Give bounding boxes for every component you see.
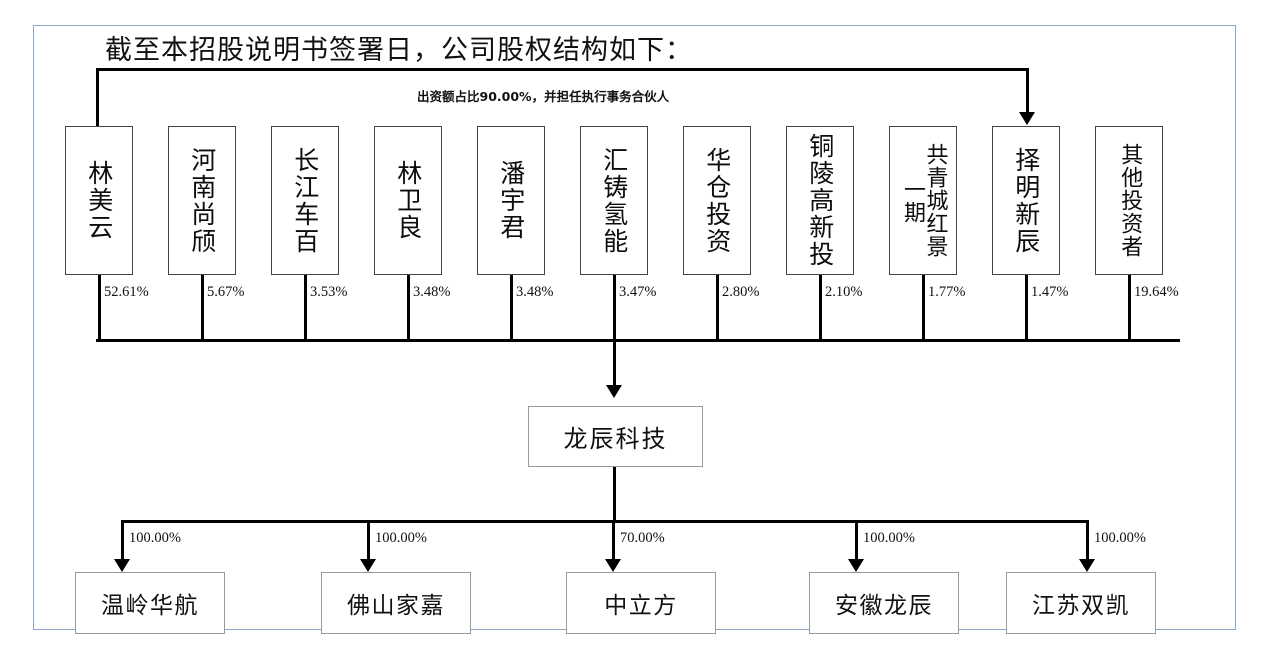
subsidiary-name: 佛山家嘉 <box>347 593 445 619</box>
company-box[interactable]: 龙辰科技 <box>528 406 703 467</box>
subsidiary-box[interactable]: 佛山家嘉 <box>321 572 471 634</box>
subsidiary-box[interactable]: 中立方 <box>566 572 716 634</box>
shareholder-name: 潘宇君 <box>496 160 526 241</box>
shareholder-box[interactable]: 潘宇君 <box>477 126 545 275</box>
shareholder-box[interactable]: 长江车百 <box>271 126 339 275</box>
subsidiary-name: 江苏双凯 <box>1032 593 1130 619</box>
shareholder-connector <box>201 275 204 341</box>
subsidiary-connector <box>121 520 124 561</box>
shareholder-name: 铜陵高新投 <box>805 133 835 268</box>
shareholder-connector <box>613 275 616 341</box>
subsidiary-arrowhead <box>605 559 621 572</box>
company-arrowhead <box>606 385 622 398</box>
subsidiary-percentage: 100.00% <box>863 530 915 546</box>
shareholder-name: 林卫良 <box>393 160 423 241</box>
shareholder-percentage: 2.80% <box>722 284 760 300</box>
subsidiary-arrowhead <box>360 559 376 572</box>
shareholder-connector <box>819 275 822 341</box>
shareholder-percentage: 5.67% <box>207 284 245 300</box>
shareholder-connector <box>510 275 513 341</box>
shareholder-connector <box>716 275 719 341</box>
shareholder-box[interactable]: 择明新辰 <box>992 126 1060 275</box>
company-name: 龙辰科技 <box>563 425 668 453</box>
shareholder-box[interactable]: 河南尚颀 <box>168 126 236 275</box>
shareholder-percentage: 3.48% <box>413 284 451 300</box>
shareholder-box[interactable]: 铜陵高新投 <box>786 126 854 275</box>
shareholder-connector <box>98 275 101 341</box>
shareholder-box[interactable]: 林美云 <box>65 126 133 275</box>
subsidiary-connector <box>1086 520 1089 561</box>
shareholder-percentage: 3.53% <box>310 284 348 300</box>
shareholder-bus <box>96 339 1180 342</box>
subsidiary-connector <box>367 520 370 561</box>
shareholder-connector <box>1128 275 1131 341</box>
subsidiary-arrowhead <box>114 559 130 572</box>
shareholder-box[interactable]: 共青城红景一期 <box>889 126 957 275</box>
shareholder-name: 河南尚颀 <box>187 146 217 255</box>
shareholder-name: 共青城红景一期 <box>900 143 948 258</box>
subsidiary-percentage: 100.00% <box>375 530 427 546</box>
subsidiary-percentage: 100.00% <box>129 530 181 546</box>
subsidiary-bus <box>122 520 1089 523</box>
shareholder-percentage: 2.10% <box>825 284 863 300</box>
subsidiary-arrowhead <box>1079 559 1095 572</box>
shareholder-box[interactable]: 林卫良 <box>374 126 442 275</box>
shareholder-box[interactable]: 汇铸氢能 <box>580 126 648 275</box>
page-title: 截至本招股说明书签署日，公司股权结构如下： <box>105 35 693 66</box>
company-feed-line <box>613 339 616 387</box>
shareholder-percentage: 52.61% <box>104 284 149 300</box>
shareholder-percentage: 3.48% <box>516 284 554 300</box>
subsidiary-percentage: 70.00% <box>620 530 665 546</box>
subsidiary-trunk <box>613 467 616 522</box>
subsidiary-arrowhead <box>848 559 864 572</box>
shareholder-box[interactable]: 其他投资者 <box>1095 126 1163 275</box>
subsidiary-name: 中立方 <box>604 593 678 619</box>
shareholder-connector <box>304 275 307 341</box>
shareholder-name: 择明新辰 <box>1011 146 1041 255</box>
diagram-frame <box>33 25 1236 630</box>
shareholder-percentage: 19.64% <box>1134 284 1179 300</box>
subsidiary-connector <box>855 520 858 561</box>
subsidiary-connector <box>612 520 615 561</box>
top-bracket-span <box>96 68 1028 71</box>
shareholder-name: 长江车百 <box>290 146 320 255</box>
shareholder-connector <box>407 275 410 341</box>
shareholder-percentage: 1.77% <box>928 284 966 300</box>
subsidiary-name: 温岭华航 <box>101 593 199 619</box>
subsidiary-name: 安徽龙辰 <box>835 593 933 619</box>
shareholder-connector <box>922 275 925 341</box>
shareholder-percentage: 1.47% <box>1031 284 1069 300</box>
subsidiary-box[interactable]: 安徽龙辰 <box>809 572 959 634</box>
shareholder-connector <box>1025 275 1028 341</box>
top-bracket-arrowhead <box>1019 112 1035 125</box>
shareholder-box[interactable]: 华仓投资 <box>683 126 751 275</box>
subsidiary-box[interactable]: 江苏双凯 <box>1006 572 1156 634</box>
partnership-annotation: 出资额占比90.00%，并担任执行事务合伙人 <box>417 89 670 104</box>
subsidiary-box[interactable]: 温岭华航 <box>75 572 225 634</box>
shareholder-name: 华仓投资 <box>702 146 732 255</box>
shareholder-name: 林美云 <box>84 160 114 241</box>
top-bracket-right-stem <box>1026 68 1029 115</box>
top-bracket-left-stem <box>96 68 99 128</box>
shareholder-name: 汇铸氢能 <box>599 146 629 255</box>
subsidiary-percentage: 100.00% <box>1094 530 1146 546</box>
shareholder-percentage: 3.47% <box>619 284 657 300</box>
shareholder-name: 其他投资者 <box>1117 143 1143 258</box>
